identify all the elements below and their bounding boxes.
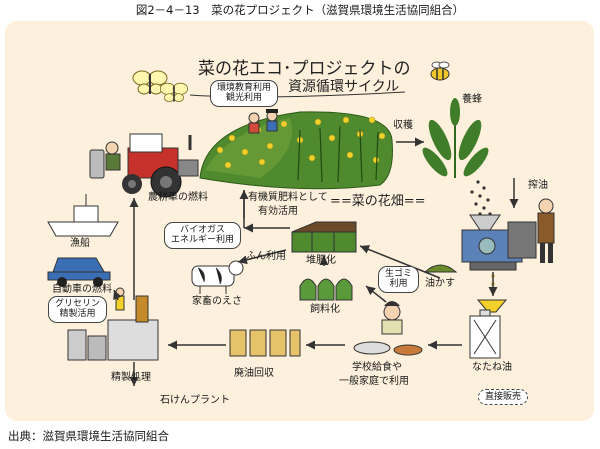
cow-icon [191, 260, 244, 294]
label-tractor-fuel: 農耕車の燃料 [148, 192, 208, 203]
arrow-kitchen-waste [365, 285, 387, 303]
label-school-line2: 一般家庭で利用 [339, 376, 409, 387]
compost-shed-icon [291, 221, 357, 253]
rape-blossom-field [199, 111, 393, 190]
people-icon [248, 109, 278, 134]
oil-press-icon [461, 198, 555, 271]
label-oil-cake: 油かす [425, 278, 455, 289]
oil-cake-icon [423, 264, 458, 273]
label-rapeseed-oil: なたね油 [472, 362, 512, 373]
diagram-heading-line1: 菜の花エコ･プロジェクトの [198, 59, 411, 79]
car-icon [47, 257, 111, 287]
fishing-boat-icon [47, 194, 119, 237]
label-bees: 養蜂 [462, 94, 482, 105]
butterfly-icon [132, 70, 168, 95]
oil-bottle-icon [469, 299, 508, 359]
bubble-line: 利用 [389, 279, 408, 290]
label-fertilizer-line1: 有機質肥料として [248, 192, 328, 203]
heading-underline [189, 91, 406, 98]
env-education-bubble: 環境教育利用 観光利用 [210, 80, 279, 107]
bee-icon [430, 61, 450, 81]
label-press: 搾油 [528, 180, 548, 191]
arrow-car [113, 289, 122, 301]
rapeseed-plant-icon [422, 98, 492, 216]
field-name: ==菜の花畑== [330, 194, 426, 209]
label-school-line1: 学校給食や [352, 362, 402, 373]
bubble-line: 精製活用 [59, 309, 96, 320]
label-livestock-feed: 家畜のえさ [192, 296, 242, 307]
diagram-heading-line2: 資源循環サイクル [288, 79, 400, 95]
label-fishing-boat: 漁船 [70, 238, 90, 249]
label-soap-plant: 石けんプラント [160, 395, 230, 406]
cook-icon [353, 301, 423, 356]
direct-sale-bubble: 直接販売 [478, 389, 529, 406]
bubble-line: バイオガス [180, 225, 226, 235]
kitchen-waste-bubble: 生ゴミ 利用 [378, 266, 420, 293]
label-car-fuel: 自動車の燃料 [52, 284, 112, 295]
figure-title: 図2－4－13 菜の花プロジェクト（滋賀県環境生活協同組合） [135, 3, 465, 17]
tractor-icon [89, 133, 199, 198]
bubble-line: グリセリン [55, 299, 101, 309]
arrow-feed [237, 249, 287, 265]
butterfly-icon [159, 82, 189, 103]
label-composting: 堆肥化 [306, 255, 336, 266]
label-manure-use: ふん利用 [246, 251, 286, 262]
label-refining: 精製処理 [111, 372, 151, 383]
bubble-line: 生ゴミ [385, 269, 413, 279]
bubble-line: 環境教育利用 [217, 83, 272, 93]
biogas-bubble: バイオガス エネルギー利用 [164, 222, 242, 249]
bubble-line: エネルギー利用 [171, 235, 235, 246]
arrow-oilcake [359, 245, 441, 279]
label-waste-oil: 廃油回収 [234, 368, 274, 379]
label-fertilizer-line2: 有効活用 [258, 206, 298, 217]
waste-oil-cans-icon [229, 329, 301, 357]
feed-sacks-icon [299, 278, 353, 301]
bubble-line: 観光利用 [226, 93, 263, 104]
glycerin-bubble: グリセリン 精製活用 [48, 296, 108, 323]
source-note: 出典：滋賀県環境生活協同組合 [8, 429, 169, 443]
label-harvest: 収穫 [393, 120, 413, 131]
label-feed-making: 飼料化 [310, 304, 340, 315]
